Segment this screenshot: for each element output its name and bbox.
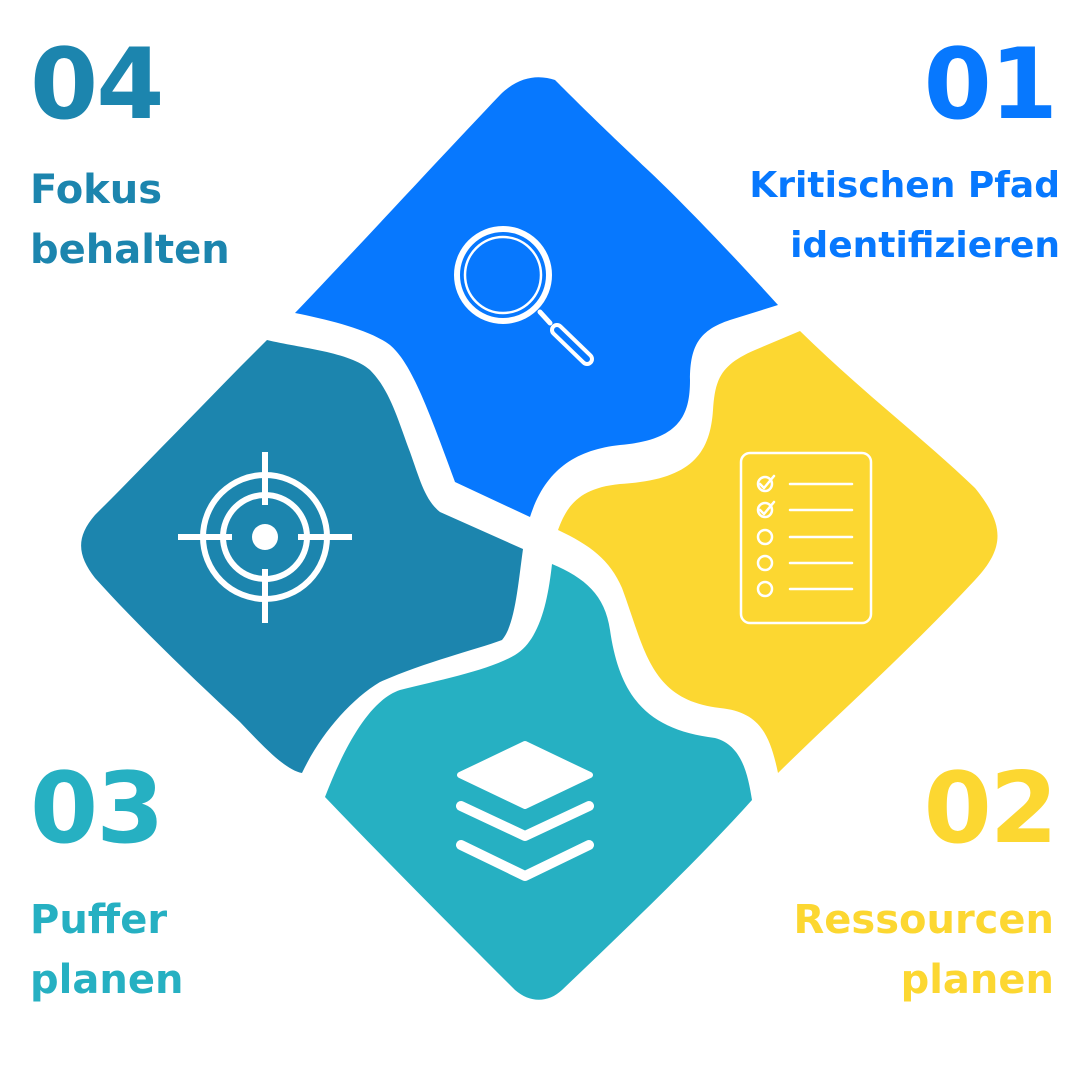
step-01-label-line1: Kritischen Pfad [749,165,1060,206]
step-02-label: Ressourcen planen [793,890,1054,1010]
step-01-label: Kritischen Pfad identifizieren [749,156,1060,276]
step-03-number: 03 [30,752,164,866]
target-icon [178,452,352,623]
step-02-number: 02 [923,752,1058,866]
step-02-label-line1: Ressourcen [793,897,1054,943]
checklist-icon [739,451,873,625]
step-04-label-line1: Fokus [30,167,163,213]
step-03-label-line2: planen [30,957,184,1003]
piece-02-right [558,331,998,773]
magnifier-icon [454,226,594,366]
step-04-number: 04 [30,28,164,142]
step-03-label-line1: Puffer [30,897,168,943]
step-01-number: 01 [923,28,1058,142]
piece-01-top [295,77,778,517]
step-04-label: Fokus behalten [30,160,230,280]
layers-icon [456,741,594,881]
step-04-label-line2: behalten [30,227,230,273]
step-01-label-line2: identifizieren [790,225,1060,266]
step-02-label-line2: planen [900,957,1054,1003]
step-03-label: Puffer planen [30,890,183,1010]
